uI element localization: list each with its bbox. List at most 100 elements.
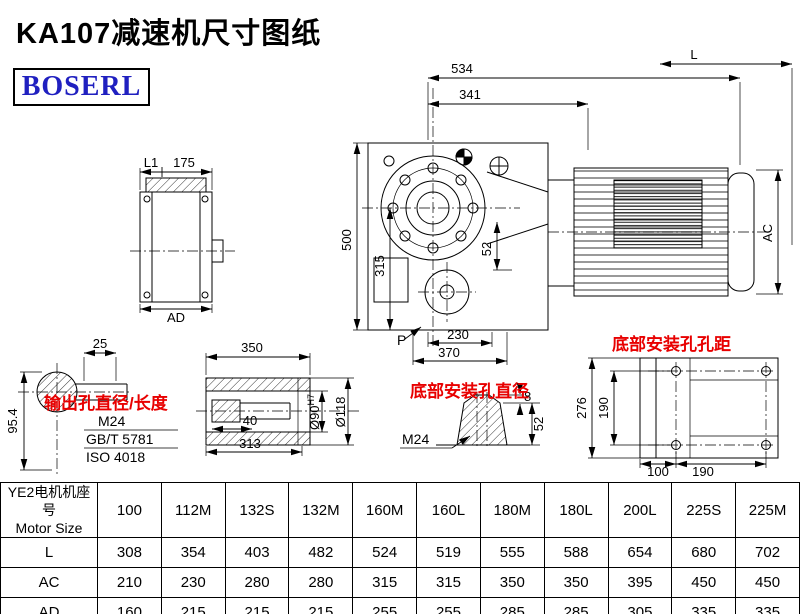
table-cell: 305 — [607, 597, 673, 614]
col-header: 180L — [543, 482, 609, 538]
table-cell: 280 — [224, 567, 290, 598]
table-cell: 702 — [735, 537, 800, 568]
header-motor-size-cn: YE2电机机座号 — [7, 484, 91, 518]
table-cell: 315 — [352, 567, 418, 598]
main-view-labels: 534 L 341 500 315 52 230 370 P AC — [339, 47, 775, 360]
table-cell: 350 — [543, 567, 609, 598]
table-cell: 255 — [352, 597, 418, 614]
foot-view-labels: 276 190 100 190 底部安装孔孔距 — [574, 334, 731, 479]
motor-fin-block — [613, 179, 703, 249]
foot-section-dimensions — [400, 383, 540, 449]
annotation-bottom-hole-pitch: 底部安装孔孔距 — [612, 334, 731, 354]
table-cell: 280 — [288, 567, 354, 598]
housing-bolt-hole — [383, 155, 395, 167]
dim-40-label: 40 — [243, 413, 257, 428]
table-cell: 555 — [479, 537, 545, 568]
col-header: 112M — [160, 482, 226, 538]
dim-190h-label: 190 — [692, 464, 714, 479]
dim-190v-label: 190 — [596, 397, 611, 419]
table-cell: 519 — [416, 537, 481, 568]
page-title: KA107减速机尺寸图纸 — [16, 18, 322, 50]
output-hub-section-view — [196, 377, 360, 446]
dim-8-label: 8 — [524, 389, 531, 404]
dim-370-label: 370 — [438, 345, 460, 360]
dim-315-label: 315 — [372, 255, 387, 277]
table-cell: 215 — [288, 597, 354, 614]
dim-95-4-label: 95.4 — [5, 408, 20, 433]
gearbox-side-view — [130, 177, 235, 303]
table-cell: 335 — [735, 597, 800, 614]
annotation-bottom-hole-dia: 底部安装孔直径 — [410, 381, 529, 401]
col-header: 100 — [97, 482, 162, 538]
dim-L1-label: L1 — [144, 155, 158, 170]
table-row-AC: AC 210 230 280 280 315 315 350 350 395 4… — [0, 567, 800, 598]
table-cell: 654 — [607, 537, 673, 568]
foot-view-dimensions — [588, 357, 767, 468]
table-cell: 285 — [543, 597, 609, 614]
row-label: L — [0, 537, 98, 568]
table-cell: 395 — [607, 567, 673, 598]
col-header: 180M — [479, 482, 545, 538]
motor-view — [547, 167, 766, 297]
table-cell: 230 — [160, 567, 226, 598]
col-header: 160L — [416, 482, 481, 538]
table-cell: 308 — [97, 537, 162, 568]
boserl-logo: BOSERL — [13, 68, 150, 106]
output-shaft-end-view — [18, 363, 132, 474]
dim-118-label: Ø118 — [333, 397, 348, 428]
standard-gb-label: GB/T 5781 — [86, 431, 154, 447]
plug-P-label: P — [397, 332, 406, 348]
dim-AD-label: AD — [167, 310, 185, 325]
dim-bore-90H7-label: Ø90H7 — [306, 394, 322, 430]
table-cell: 285 — [479, 597, 545, 614]
table-row-AD: AD 160 215 215 215 255 255 285 285 305 3… — [0, 597, 800, 614]
side-view-labels: L1 175 AD — [144, 155, 195, 325]
table-cell: 403 — [224, 537, 290, 568]
table-cell: 315 — [416, 567, 481, 598]
dim-276-label: 276 — [574, 397, 589, 419]
table-cell: 680 — [671, 537, 737, 568]
side-view-dimensions — [139, 167, 213, 313]
standard-iso-label: ISO 4018 — [86, 449, 145, 465]
row-label: AC — [0, 567, 98, 598]
foot-section-labels: 8 52 M24 底部安装孔直径 — [402, 381, 546, 447]
dim-L-label: L — [690, 47, 697, 62]
table-cell: 210 — [97, 567, 162, 598]
table-cell: 354 — [160, 537, 226, 568]
hub-view-dimensions — [205, 353, 354, 456]
col-header: 132S — [224, 482, 290, 538]
table-cell: 524 — [352, 537, 418, 568]
table-cell: 482 — [288, 537, 354, 568]
motor-adapter-flange — [547, 179, 575, 287]
table-cell: 335 — [671, 597, 737, 614]
table-cell: 450 — [735, 567, 800, 598]
col-header: 225S — [671, 482, 737, 538]
thread-M24-label: M24 — [98, 413, 125, 429]
table-cell: 255 — [416, 597, 481, 614]
col-header: 160M — [352, 482, 418, 538]
dim-52-label: 52 — [479, 242, 494, 256]
shaft-view-labels: 25 95.4 M24 GB/T 5781 ISO 4018 输出孔直径/长度 — [5, 336, 169, 465]
col-header: 200L — [607, 482, 673, 538]
dim-350-label: 350 — [241, 340, 263, 355]
dim-52b-label: 52 — [531, 417, 546, 431]
table-cell: 215 — [160, 597, 226, 614]
technical-drawing: 534 L 341 500 315 52 230 370 P AC — [5, 47, 793, 479]
hub-view-labels: 350 40 313 Ø90H7 Ø118 — [239, 340, 348, 451]
header-motor-size: YE2电机机座号 Motor Size — [0, 482, 98, 538]
main-view-dimensions — [353, 60, 793, 365]
dim-313-label: 313 — [239, 436, 261, 451]
mounting-boss-section — [456, 394, 508, 446]
header-motor-size-en: Motor Size — [15, 520, 83, 536]
dim-341-label: 341 — [459, 87, 481, 102]
dim-500-label: 500 — [339, 229, 354, 251]
col-header: 132M — [288, 482, 354, 538]
thread-M24-bottom-label: M24 — [402, 431, 429, 447]
motor-size-table: YE2电机机座号 Motor Size 100 112M 132S 132M 1… — [0, 482, 800, 614]
foot-bottom-view — [639, 357, 779, 459]
shaft-view-dimensions — [20, 349, 178, 471]
table-header-row: YE2电机机座号 Motor Size 100 112M 132S 132M 1… — [0, 482, 800, 538]
dim-25-label: 25 — [93, 336, 107, 351]
dim-534-label: 534 — [451, 61, 473, 76]
table-cell: 450 — [671, 567, 737, 598]
